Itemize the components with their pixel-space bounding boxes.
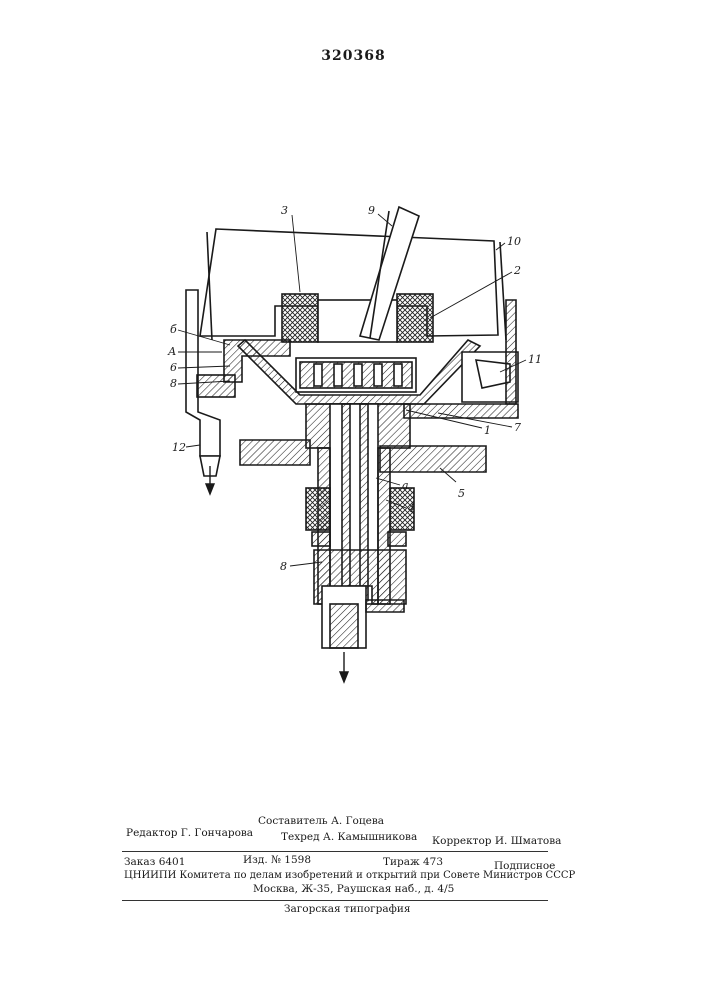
label-3: 3 <box>281 204 288 217</box>
label-4: 4 <box>407 502 415 515</box>
label-12: 12 <box>172 441 186 454</box>
imprint-address: Москва, Ж-35, Раушская наб., д. 4/5 <box>253 883 454 895</box>
imprint-institute: ЦНИИПИ Комитета по делам изобретений и о… <box>124 870 575 881</box>
label-b: б <box>170 323 177 336</box>
imprint-edition: Изд. № 1598 <box>243 854 311 866</box>
label-8-lower: 8 <box>280 560 287 573</box>
label-6: 6 <box>170 361 177 374</box>
label-A: А <box>167 345 176 358</box>
label-9: 9 <box>368 204 375 217</box>
label-7: 7 <box>514 421 521 434</box>
stone-right <box>397 294 433 342</box>
imprint-printer: Загорская типография <box>284 903 410 915</box>
imprint-corrector: Корректор И. Шматова <box>432 835 561 847</box>
imprint-order: Заказ 6401 <box>124 856 185 868</box>
divider-top <box>122 851 548 852</box>
imprint-compiler: Составитель А. Гоцева <box>258 815 384 827</box>
label-5: 5 <box>458 487 465 500</box>
label-1: 1 <box>484 424 491 437</box>
label-8-upper: 8 <box>170 377 177 390</box>
stone-left <box>282 294 318 342</box>
bearing-upper-left <box>306 488 330 530</box>
divider-bottom <box>122 900 548 901</box>
label-2: 2 <box>513 264 521 277</box>
base-plate <box>380 446 486 472</box>
imprint-techred: Техред А. Камышникова <box>281 831 417 843</box>
label-10: 10 <box>507 235 521 248</box>
label-a: а <box>402 479 409 492</box>
label-11: 11 <box>528 353 542 366</box>
imprint-print-run: Тираж 473 <box>383 856 443 868</box>
imprint-editor: Редактор Г. Гончарова <box>126 827 253 839</box>
